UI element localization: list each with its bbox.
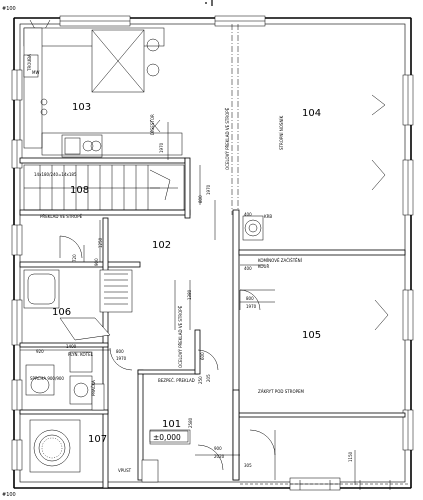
bathroom-106 (23, 269, 133, 411)
ceiling-beam-label: STROPNÍ NOSNÍK (279, 115, 284, 150)
room-103-label: 103 (72, 102, 91, 113)
dim-900-a: 900 (94, 258, 99, 266)
dim-900-b: 900 (214, 446, 222, 451)
kitchen-103 (23, 27, 183, 158)
bath-label: SPRCHA 900/900 (30, 376, 64, 381)
dim-600: 600 (200, 352, 205, 360)
dim-1380: 1380 (187, 289, 192, 300)
fireplace-label: KRB (264, 214, 272, 219)
dim-720: 720 (72, 254, 77, 262)
drain-label: VPUST (118, 468, 132, 473)
shower-107 (29, 419, 81, 473)
floor-level-box (149, 430, 189, 443)
fireplace (242, 215, 264, 241)
room-102-label: 102 (152, 240, 171, 251)
elevation-top-mark: #100 (2, 6, 16, 12)
hall-beam-label: OCELOVÝ PŘEKLAD VE STROPĚ (178, 305, 183, 368)
dim-800-b: 800 (246, 296, 254, 301)
room-106-label: 106 (52, 307, 71, 318)
dim-400-a: 400 (244, 212, 252, 217)
ceiling-cover-label: ZÁKRYT POD STROPEM (258, 389, 305, 394)
dim-800-a: 800 (198, 195, 203, 203)
dimension-lines (20, 122, 356, 485)
room-105-label: 105 (302, 330, 321, 341)
dim-2020: 2020 (214, 454, 225, 459)
doors (59, 235, 276, 480)
dim-1400: 1400 (66, 344, 77, 349)
dim-305: 305 (244, 463, 252, 468)
dim-1970-a: 1970 (159, 142, 164, 153)
interior-walls (19, 24, 406, 489)
safety-lintel-label: BEZPEČ. PŘEKLAD (158, 378, 195, 383)
dim-205: 205 (206, 374, 211, 382)
stairs-spec-label: 14x180/240=14x185 (34, 172, 77, 177)
hood-label: DIGESTOR (150, 114, 155, 135)
oven-label: TROUBA (27, 54, 32, 72)
bottom-ticks (240, 480, 410, 490)
dim-800-c: 800 (116, 349, 124, 354)
living-beam-label: OCELOVÝ PŘEKLAD VE STROPĚ (225, 107, 230, 170)
dim-1150: 1150 (348, 451, 353, 462)
chimney-label: KOMÍNOVÉ ZAČIŠTĚNÍ (258, 258, 303, 263)
stair-lintel-label: PŘEKLAD VE STROPĚ (40, 214, 83, 219)
washer-label: PRAČKA (91, 380, 96, 396)
boiler-label: PLYN. KOTEL (68, 352, 94, 357)
windows (11, 15, 414, 491)
dim-400-b: 400 (244, 266, 252, 271)
dim-1970-d: 1970 (116, 356, 127, 361)
dim-920: 920 (36, 349, 44, 354)
elevation-bottom-mark: #100 (2, 492, 16, 498)
room-104-label: 104 (302, 108, 321, 119)
room-108-label: 108 (70, 185, 89, 196)
floor-level-value: ±0,000 (153, 433, 181, 442)
dim-2580: 2580 (188, 417, 193, 428)
dim-1970-c: 1970 (246, 304, 257, 309)
room-101-label: 101 (162, 419, 181, 430)
dim-250: 250 (198, 376, 203, 384)
stairs-108 (23, 164, 185, 211)
dim-1250: 1250 (98, 237, 103, 248)
dim-1970-b: 1970 (206, 184, 211, 195)
smoke-label: KOUŘ (258, 264, 269, 269)
axis-markers (205, 0, 213, 6)
microwave-label: MW (32, 70, 39, 75)
room-107-label: 107 (88, 434, 107, 445)
